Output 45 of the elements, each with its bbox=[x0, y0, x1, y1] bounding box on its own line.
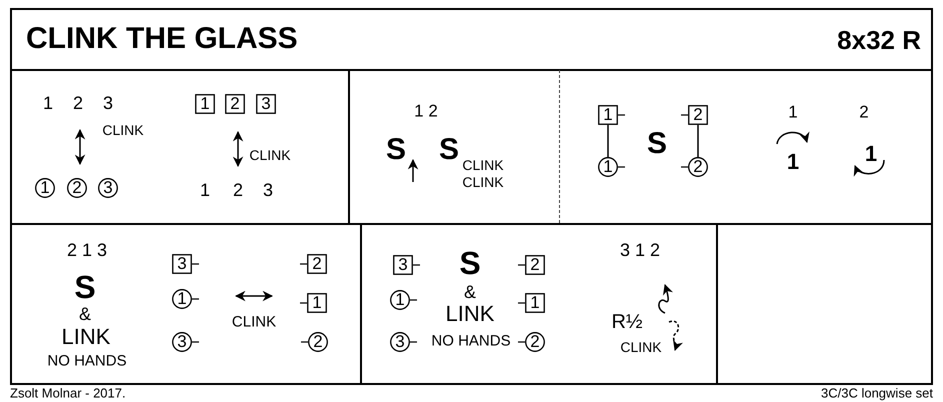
position-number: 1 bbox=[200, 181, 210, 199]
couple-numbers: 3 1 2 bbox=[620, 241, 660, 259]
set-formation-note: 3C/3C longwise set bbox=[821, 386, 933, 400]
action-label: LINK bbox=[62, 326, 110, 348]
ampersand: & bbox=[464, 283, 476, 301]
ampersand: & bbox=[79, 305, 91, 323]
action-label: NO HANDS bbox=[47, 354, 127, 368]
setting-symbol: S bbox=[459, 247, 481, 279]
reel-symbol: R½ bbox=[611, 312, 643, 332]
action-label: LINK bbox=[446, 303, 494, 325]
dancer-number: 1 bbox=[786, 151, 800, 173]
dancer-square: 3 bbox=[256, 94, 276, 114]
dancer-number: 1 bbox=[864, 143, 878, 165]
couple-number: 2 bbox=[859, 104, 869, 120]
dancer-circle: 3 bbox=[98, 178, 118, 198]
couple-numbers: 1 2 bbox=[414, 102, 438, 120]
setting-symbol: S bbox=[439, 135, 459, 165]
setting-symbol: S bbox=[386, 135, 406, 165]
dancer-circle: 2 bbox=[67, 178, 87, 198]
action-label: CLINK bbox=[249, 148, 291, 162]
dancer-circle: 1 bbox=[35, 178, 55, 198]
position-number: 3 bbox=[103, 94, 113, 112]
formation-label: 8x32 R bbox=[837, 27, 921, 53]
position-number: 3 bbox=[263, 181, 273, 199]
title: CLINK THE GLASS bbox=[26, 24, 298, 54]
author-credit: Zsolt Molnar - 2017. bbox=[10, 386, 126, 400]
action-label: CLINK bbox=[102, 123, 144, 137]
setting-symbol: S bbox=[74, 271, 96, 303]
dancer-square: 2 bbox=[225, 94, 245, 114]
action-label: CLINK bbox=[620, 340, 662, 354]
dancer-square: 1 bbox=[195, 94, 215, 114]
couple-numbers: 2 1 3 bbox=[66, 241, 108, 259]
action-label: NO HANDS bbox=[431, 334, 511, 348]
setting-symbol: S bbox=[647, 129, 667, 159]
figure-panel bbox=[362, 223, 718, 385]
figure-panel bbox=[10, 223, 362, 385]
position-number: 2 bbox=[73, 94, 83, 112]
position-number: 1 bbox=[43, 94, 53, 112]
connector-line bbox=[697, 125, 699, 157]
position-number: 2 bbox=[233, 181, 243, 199]
action-label: CLINK bbox=[462, 175, 504, 189]
couple-number: 1 bbox=[788, 104, 798, 120]
connector-line bbox=[607, 125, 609, 157]
action-label: CLINK bbox=[232, 314, 276, 330]
action-label: CLINK bbox=[462, 158, 504, 172]
